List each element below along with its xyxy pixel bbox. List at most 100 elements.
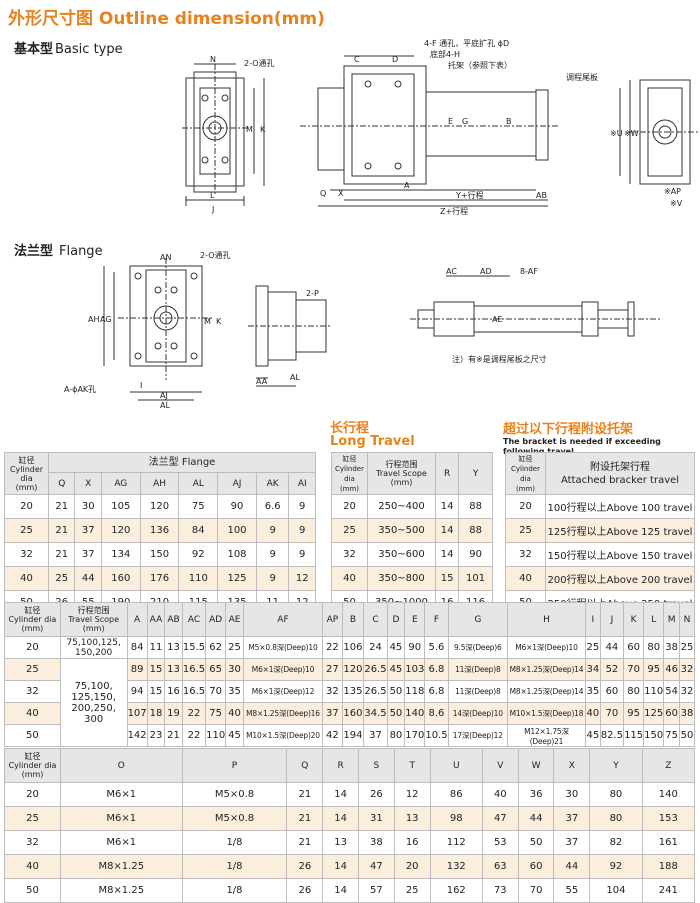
table-cell: 200行程以上Above 200 travel	[545, 566, 695, 591]
table-cell: 150行程以上Above 150 travel	[545, 542, 695, 567]
table-cell: 90	[217, 494, 257, 519]
table-cell: 6.6	[255, 494, 290, 519]
table-cell: 62	[205, 636, 227, 659]
table-cell: 20	[4, 636, 61, 659]
long-travel-table: 缸径 Cylinder dia (mm) 行程范围 Travel Scope (…	[331, 452, 493, 615]
table-cell: 25	[47, 566, 76, 591]
table-cell: 16	[393, 830, 431, 855]
basic-side-view	[300, 55, 560, 207]
table-cell: 95	[643, 658, 665, 681]
table-cell: 9.5深(Deep)6	[447, 636, 509, 659]
label-AG: AG	[100, 315, 112, 324]
basic-end-view	[619, 79, 700, 185]
table-cell: 26.5	[363, 680, 388, 703]
flange-table-title: 法兰型 Flange	[48, 452, 316, 473]
table-cell: 98	[429, 806, 483, 831]
table-cell: 44	[599, 636, 625, 659]
table-cell: 135	[341, 680, 365, 703]
table-cell: 36	[517, 782, 555, 807]
table-cell: 38	[663, 636, 681, 659]
label-D: D	[392, 55, 398, 64]
table-cell: 45	[386, 658, 406, 681]
table-cell: 37	[74, 518, 102, 543]
table-cell: 63	[481, 854, 519, 879]
table-cell: 40	[4, 566, 49, 591]
table-cell: 75	[178, 494, 219, 519]
table-cell: 14	[434, 494, 460, 519]
table-cell: 350~500	[367, 518, 436, 543]
table-cell: 21	[286, 830, 324, 855]
table-cell: 100行程以上Above 100 travel	[545, 494, 695, 519]
table-cell: 80	[589, 806, 643, 831]
table-cell: 108	[217, 542, 257, 567]
table-cell: 161	[641, 830, 696, 855]
table-cell: 89	[126, 658, 148, 681]
basic-front-view	[182, 63, 265, 206]
main-header-row: 缸径 Cylinder dia (mm) 行程范围 Travel Scope (…	[4, 602, 695, 637]
table-cell: M8×1.25深(Deep)14	[507, 658, 586, 681]
table-cell: 37	[322, 702, 343, 725]
table-cell: 101	[458, 566, 493, 591]
label-Z-stroke: Z+行程	[440, 206, 468, 216]
table-cell: 16.5	[181, 658, 207, 681]
table-cell: 38	[679, 702, 695, 725]
table-cell: 26	[286, 854, 324, 879]
table-cell: 38	[358, 830, 395, 855]
table-cell: 21	[47, 494, 76, 519]
table-cell: 250~400	[367, 494, 436, 519]
table-cell: 60	[663, 702, 681, 725]
label-flange-M: M	[204, 317, 211, 326]
table-cell: 45	[584, 724, 601, 747]
table-cell: 22	[181, 724, 207, 747]
table-cell: 32	[322, 680, 343, 703]
main-dimension-table: 缸径 Cylinder dia (mm) 行程范围 Travel Scope (…	[4, 602, 695, 747]
table-cell: 25	[331, 518, 368, 543]
label-holes-ff: 4-F 通孔，平底扩孔 ϕD	[424, 38, 509, 48]
table-cell: 16	[164, 680, 183, 703]
label-AA: AA	[256, 377, 268, 386]
table-cell: M10×1.5深(Deep)18	[507, 702, 586, 725]
label-N: N	[210, 55, 216, 64]
table-cell: 11深(Deep)8	[447, 658, 509, 681]
table-cell: 23	[146, 724, 166, 747]
table-cell: 75	[663, 724, 681, 747]
table-cell: M6×1	[60, 806, 183, 831]
table-cell: 9	[255, 518, 290, 543]
table-cell: M6×1深(Deep)12	[242, 680, 324, 703]
table-cell: 60	[599, 680, 625, 703]
label-AD: AD	[480, 267, 492, 276]
table-cell: 70	[599, 702, 625, 725]
table-cell: 80	[386, 724, 406, 747]
table-cell: 80	[589, 782, 643, 807]
table-cell: 103	[404, 658, 426, 681]
bracket-title: 超过以下行程附设托架 The bracket is needed if exce…	[503, 422, 661, 456]
table-cell: 80	[623, 680, 645, 703]
table-cell: 8.6	[424, 702, 449, 725]
table-cell: 107	[126, 702, 148, 725]
table-cell: 26.5	[363, 658, 388, 681]
label-bracket: 托架（参照下表）	[448, 60, 512, 70]
table-cell: 32	[679, 680, 695, 703]
table-cell: 88	[458, 494, 493, 519]
table-cell: 84	[126, 636, 148, 659]
table-cell: 37	[553, 806, 591, 831]
table-cell: M5×0.8	[181, 806, 288, 831]
label-side-AL: AL	[290, 373, 300, 382]
table-cell: 35	[584, 680, 601, 703]
drawing-note: 注）有※是调程尾板之尺寸	[452, 354, 547, 364]
dimension-drawings: N 2-O通孔 K M L J C D 4-F 通孔，平底扩孔 ϕD 底部4-H…	[64, 38, 700, 410]
table-cell: 25	[4, 806, 61, 831]
label-E: E	[448, 117, 453, 126]
table-cell: 18	[146, 702, 166, 725]
label-C: C	[354, 55, 360, 64]
table-cell: 110	[178, 566, 219, 591]
table-cell: 50	[679, 724, 695, 747]
table-cell: 115	[623, 724, 645, 747]
table-cell: 45	[225, 724, 244, 747]
